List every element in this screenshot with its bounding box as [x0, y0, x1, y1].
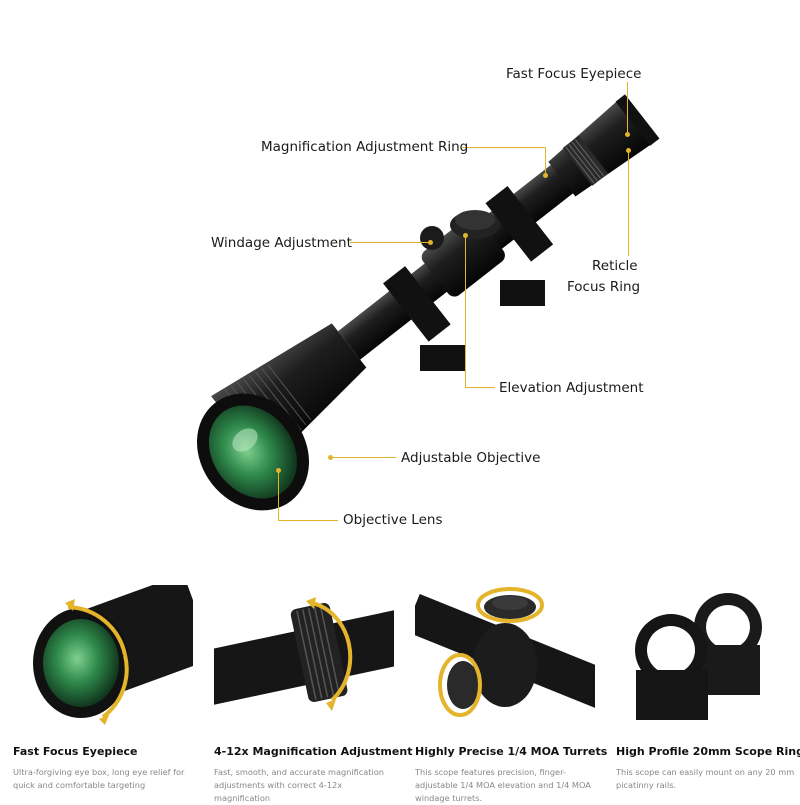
leader-dot-elevation: [463, 233, 468, 238]
leader-objective-lens: [278, 470, 279, 520]
feature-image-eyepiece: [13, 585, 193, 730]
leader-adjustable-objective: [330, 457, 396, 458]
leader-reticle: [628, 150, 629, 256]
leader-elevation: [465, 235, 466, 387]
feature-title: High Profile 20mm Scope Rings: [616, 745, 800, 758]
leader-magnification-drop: [545, 147, 546, 175]
callout-magnification-ring: Magnification Adjustment Ring: [261, 139, 469, 155]
feature-description: This scope can easily mount on any 20 mm…: [616, 767, 795, 790]
feature-card: 4-12x Magnification Adjustment Fast, smo…: [214, 585, 412, 803]
feature-row: Fast Focus Eyepiece Ultra-forgiving eye …: [0, 585, 800, 803]
leader-windage: [350, 242, 430, 243]
leader-dot-fast-focus: [625, 132, 630, 137]
feature-title: Fast Focus Eyepiece: [13, 745, 138, 758]
callout-fast-focus-eyepiece: Fast Focus Eyepiece: [506, 66, 642, 82]
feature-card: Fast Focus Eyepiece Ultra-forgiving eye …: [13, 585, 203, 800]
feature-image-magnification: [214, 585, 394, 730]
feature-card: High Profile 20mm Scope Rings This scope…: [616, 585, 800, 800]
callout-windage-adjustment: Windage Adjustment: [211, 235, 352, 251]
leader-fast-focus: [627, 82, 628, 134]
leader-dot-adjustable-objective: [328, 455, 333, 460]
feature-description: This scope features precision, finger-ad…: [415, 767, 591, 803]
leader-objective-lens-horiz: [278, 520, 338, 521]
leader-magnification: [462, 147, 545, 148]
leader-dot-reticle: [626, 148, 631, 153]
feature-description: Fast, smooth, and accurate magnification…: [214, 767, 384, 803]
feature-image-turrets: [415, 585, 595, 730]
leader-dot-objective-lens: [276, 468, 281, 473]
callout-adjustable-objective: Adjustable Objective: [401, 450, 541, 466]
product-hero: Fast Focus Eyepiece Magnification Adjust…: [196, 66, 660, 528]
feature-title: 4-12x Magnification Adjustment: [214, 745, 413, 758]
rifle-scope-illustration: [196, 94, 660, 511]
feature-card: Highly Precise 1/4 MOA Turrets This scop…: [415, 585, 608, 803]
leader-dot-magnification: [543, 173, 548, 178]
callout-focus-ring: Focus Ring: [567, 279, 641, 295]
leader-elevation-horiz: [465, 387, 495, 388]
feature-image-scope-rings: [616, 585, 796, 730]
callout-elevation-adjustment: Elevation Adjustment: [499, 380, 644, 396]
feature-title: Highly Precise 1/4 MOA Turrets: [415, 745, 608, 758]
feature-description: Ultra-forgiving eye box, long eye relief…: [13, 767, 185, 790]
leader-dot-windage: [428, 240, 433, 245]
callout-reticle: Reticle: [592, 258, 638, 274]
callout-objective-lens: Objective Lens: [343, 512, 443, 528]
